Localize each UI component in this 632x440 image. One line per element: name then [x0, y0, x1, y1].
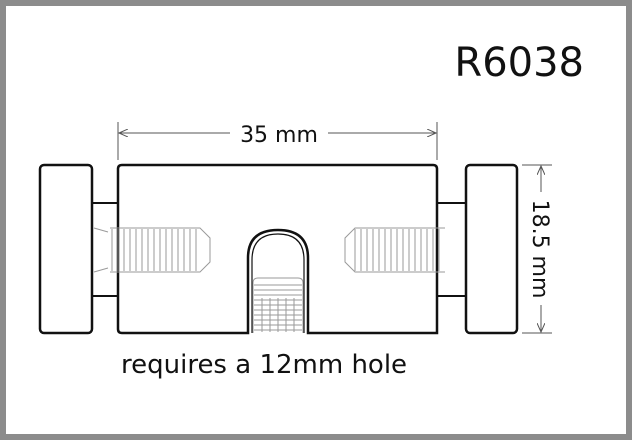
right-collar: [435, 202, 468, 297]
length-dimension: 35 mm: [117, 122, 438, 160]
height-dimension: 18.5 mm: [522, 164, 552, 334]
length-label: 35 mm: [240, 123, 318, 148]
right-thread-screw: [344, 227, 445, 273]
right-thread-lines: [354, 229, 440, 271]
height-label: 18.5 mm: [527, 200, 552, 299]
left-thread-lines: [111, 229, 197, 271]
left-collar: [91, 202, 120, 297]
left-knob: [38, 163, 94, 335]
left-thread-screw: [93, 227, 211, 273]
part-number: R6038: [454, 40, 584, 86]
set-screw: [252, 277, 304, 333]
main-body: [116, 163, 439, 335]
slot-inner-edge: [251, 233, 305, 333]
right-knob: [464, 163, 519, 335]
hole-requirement-note: requires a 12mm hole: [121, 350, 407, 380]
